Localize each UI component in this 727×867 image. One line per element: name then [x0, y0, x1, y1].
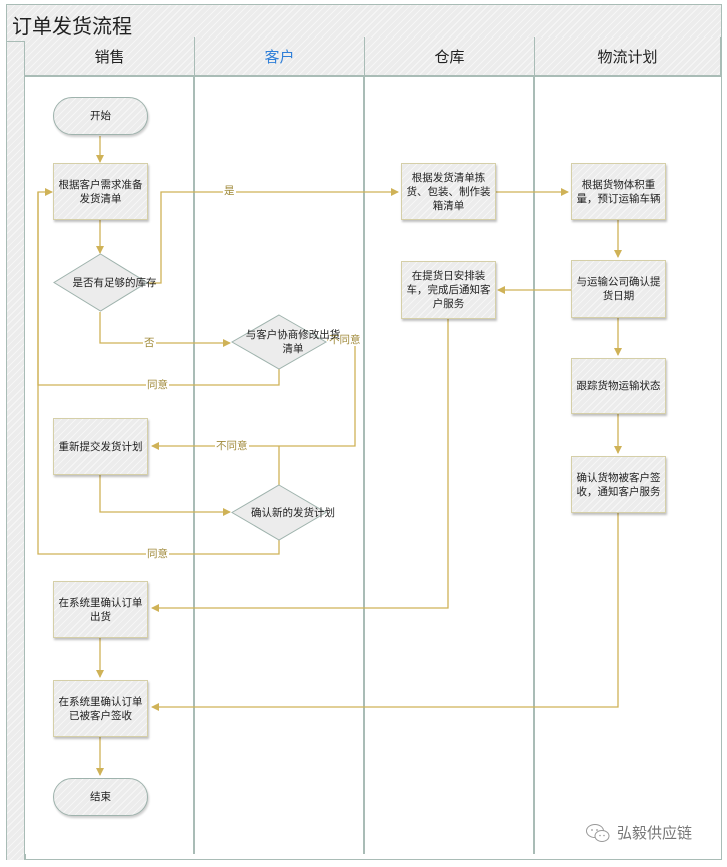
lane-side-strip [7, 42, 26, 860]
wechat-icon [586, 823, 610, 842]
book-vehicle-node[interactable]: 根据货物体积重量，预订运输车辆 [571, 163, 666, 220]
watermark: 弘毅供应链 [585, 822, 692, 843]
edge-check-no-to-negotiate [99, 312, 231, 347]
start-node[interactable]: 开始 [53, 97, 148, 135]
title-bar: 订单发货流程 [7, 5, 721, 42]
watermark-text: 弘毅供应链 [617, 824, 693, 842]
lane-header-sales: 销售 [25, 37, 195, 77]
pick-pack-label: 根据发货清单拣货、包装、制作装箱清单 [406, 171, 491, 212]
confirm-receipt-node[interactable]: 确认货物被客户签收，通知客户服务 [571, 456, 666, 513]
end-node[interactable]: 结束 [53, 778, 148, 816]
confirm-date-label: 与运输公司确认提货日期 [576, 276, 661, 302]
confirm-date-node[interactable]: 与运输公司确认提货日期 [571, 260, 666, 318]
edge-check-yes-to-pick [148, 188, 399, 284]
resubmit-node[interactable]: 重新提交发货计划 [53, 418, 148, 475]
edge-label-agree-1: 同意 [146, 379, 169, 391]
edge-receipt-to-signed [151, 513, 619, 711]
confirm-signed-node[interactable]: 在系统里确认订单已被客户签收 [53, 680, 148, 737]
prepare-list-node[interactable]: 根据客户需求准备发货清单 [53, 163, 148, 220]
track-node[interactable]: 跟踪货物运输状态 [571, 358, 666, 414]
confirm-receipt-label: 确认货物被客户签收，通知客户服务 [576, 471, 661, 498]
confirm-shipped-label: 在系统里确认订单出货 [58, 596, 143, 623]
edge-label-disagree-2: 不同意 [215, 440, 249, 452]
lane-label-warehouse: 仓库 [434, 47, 465, 66]
end-node-label: 结束 [90, 791, 111, 803]
edge-label-agree-2: 同意 [146, 548, 169, 560]
edge-label-yes: 是 [223, 185, 236, 197]
load-notify-label: 在提货日安排装车，完成后通知客户服务 [406, 270, 491, 310]
confirm-plan-decision[interactable]: 确认新的发货计划 [231, 484, 335, 541]
confirm-signed-label: 在系统里确认订单已被客户签收 [58, 695, 143, 722]
track-label: 跟踪货物运输状态 [576, 380, 661, 392]
negotiate-decision[interactable]: 与客户协商修改出货清单 [231, 314, 340, 370]
negotiate-label: 与客户协商修改出货清单 [245, 329, 341, 355]
pick-pack-node[interactable]: 根据发货清单拣货、包装、制作装箱清单 [401, 163, 496, 220]
edge-label-disagree-1: 不同意 [328, 334, 362, 346]
diagram-title: 订单发货流程 [12, 14, 132, 38]
lane-header-logistics: 物流计划 [535, 37, 721, 77]
load-notify-node[interactable]: 在提货日安排装车，完成后通知客户服务 [401, 261, 496, 319]
swimlane-frame: 订单发货流程 [6, 4, 722, 860]
lane-header-customer: 客户 [195, 37, 365, 77]
lane-label-sales: 销售 [94, 47, 125, 66]
stock-check-decision[interactable]: 是否有足够的库存 [53, 253, 157, 312]
lane-header-warehouse: 仓库 [365, 37, 535, 77]
confirm-shipped-node[interactable]: 在系统里确认订单出货 [53, 581, 148, 638]
lane-label-logistics: 物流计划 [597, 47, 658, 66]
lane-label-customer: 客户 [264, 47, 295, 66]
stock-check-label: 是否有足够的库存 [72, 276, 157, 289]
confirm-plan-label: 确认新的发货计划 [251, 506, 335, 519]
start-node-label: 开始 [90, 110, 111, 122]
lane-customer [195, 77, 365, 854]
book-vehicle-label: 根据货物体积重量，预订运输车辆 [576, 178, 661, 205]
edge-load-to-shipped [151, 319, 449, 612]
prepare-list-label: 根据客户需求准备发货清单 [58, 178, 143, 205]
edge-label-no: 否 [143, 337, 156, 349]
edge-resubmit-to-confirm [99, 475, 231, 516]
resubmit-label: 重新提交发货计划 [58, 440, 143, 453]
